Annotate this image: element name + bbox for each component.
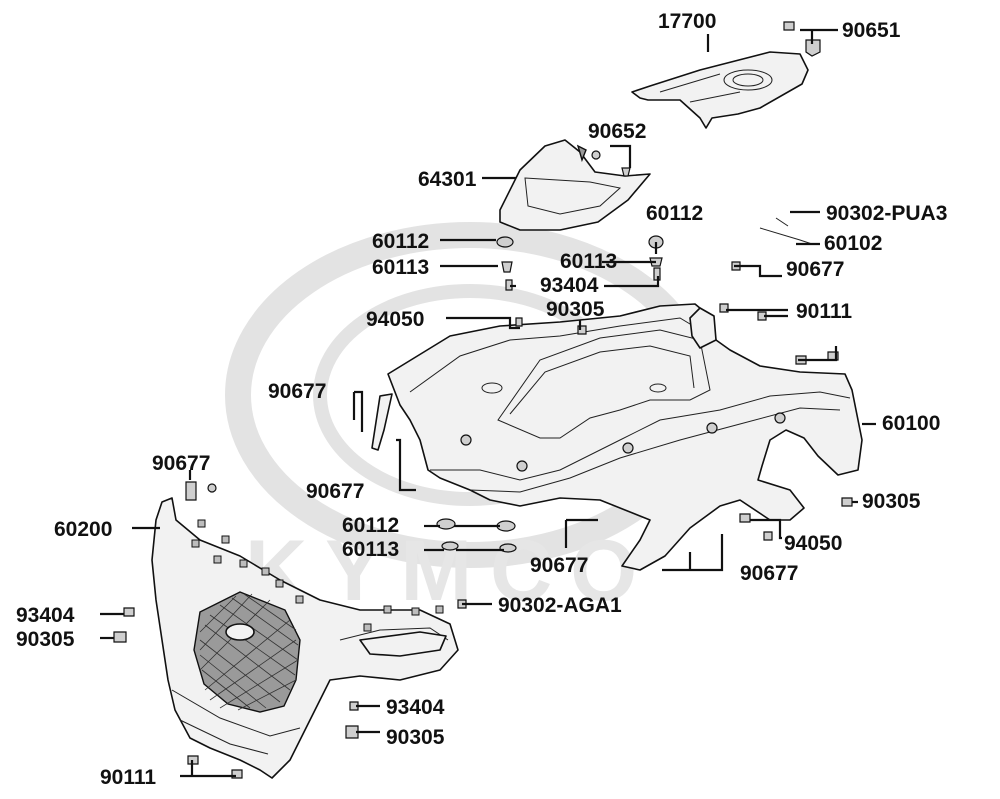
- label-90111-bottom: 90111: [100, 766, 156, 789]
- label-90677-left: 90677: [268, 380, 326, 403]
- label-90302-aga1: 90302-AGA1: [498, 594, 622, 617]
- label-94050-top: 94050: [366, 308, 424, 331]
- rear-cover-17700: [631, 51, 809, 129]
- grille-mesh: [199, 593, 299, 711]
- label-90305-top: 90305: [546, 298, 605, 321]
- label-60113-right: 60113: [560, 250, 617, 273]
- label-90652: 90652: [588, 120, 646, 143]
- label-90651: 90651: [842, 19, 901, 42]
- center-panel-64301: [499, 139, 651, 231]
- label-60112-right: 60112: [646, 202, 703, 225]
- label-90302-pua3: 90302-PUA3: [826, 202, 947, 225]
- label-93404-left: 93404: [16, 604, 75, 627]
- label-60112-left: 60112: [372, 230, 429, 253]
- label-90305-left: 90305: [16, 628, 75, 651]
- label-90677-top-right: 90677: [786, 258, 844, 281]
- label-60113-left: 60113: [372, 256, 429, 279]
- label-90677-bottom-right: 90677: [740, 562, 798, 585]
- label-60102: 60102: [824, 232, 882, 255]
- label-93404-top: 93404: [540, 274, 599, 297]
- label-90305-right: 90305: [862, 490, 921, 513]
- label-17700: 17700: [658, 10, 716, 33]
- label-90677-center: 90677: [306, 480, 364, 503]
- label-60100: 60100: [882, 412, 940, 435]
- front-grille-60200: [151, 497, 459, 779]
- label-60112-bottom: 60112: [342, 514, 399, 537]
- label-93404-bottom: 93404: [386, 696, 445, 719]
- leader-lines: [100, 28, 876, 778]
- label-90677-bottom-mid: 90677: [530, 554, 588, 577]
- part-number-labels: 17700 90651 90652 64301 60112 60112 9030…: [16, 10, 947, 789]
- label-60113-bottom: 60113: [342, 538, 399, 561]
- label-90111-top: 90111: [796, 300, 852, 323]
- label-60200: 60200: [54, 518, 112, 541]
- label-64301: 64301: [418, 168, 477, 191]
- label-94050-bottom: 94050: [784, 532, 842, 555]
- label-90305-bottom: 90305: [386, 726, 445, 749]
- front-fender-60100: [371, 303, 863, 571]
- label-90677-grille: 90677: [152, 452, 210, 475]
